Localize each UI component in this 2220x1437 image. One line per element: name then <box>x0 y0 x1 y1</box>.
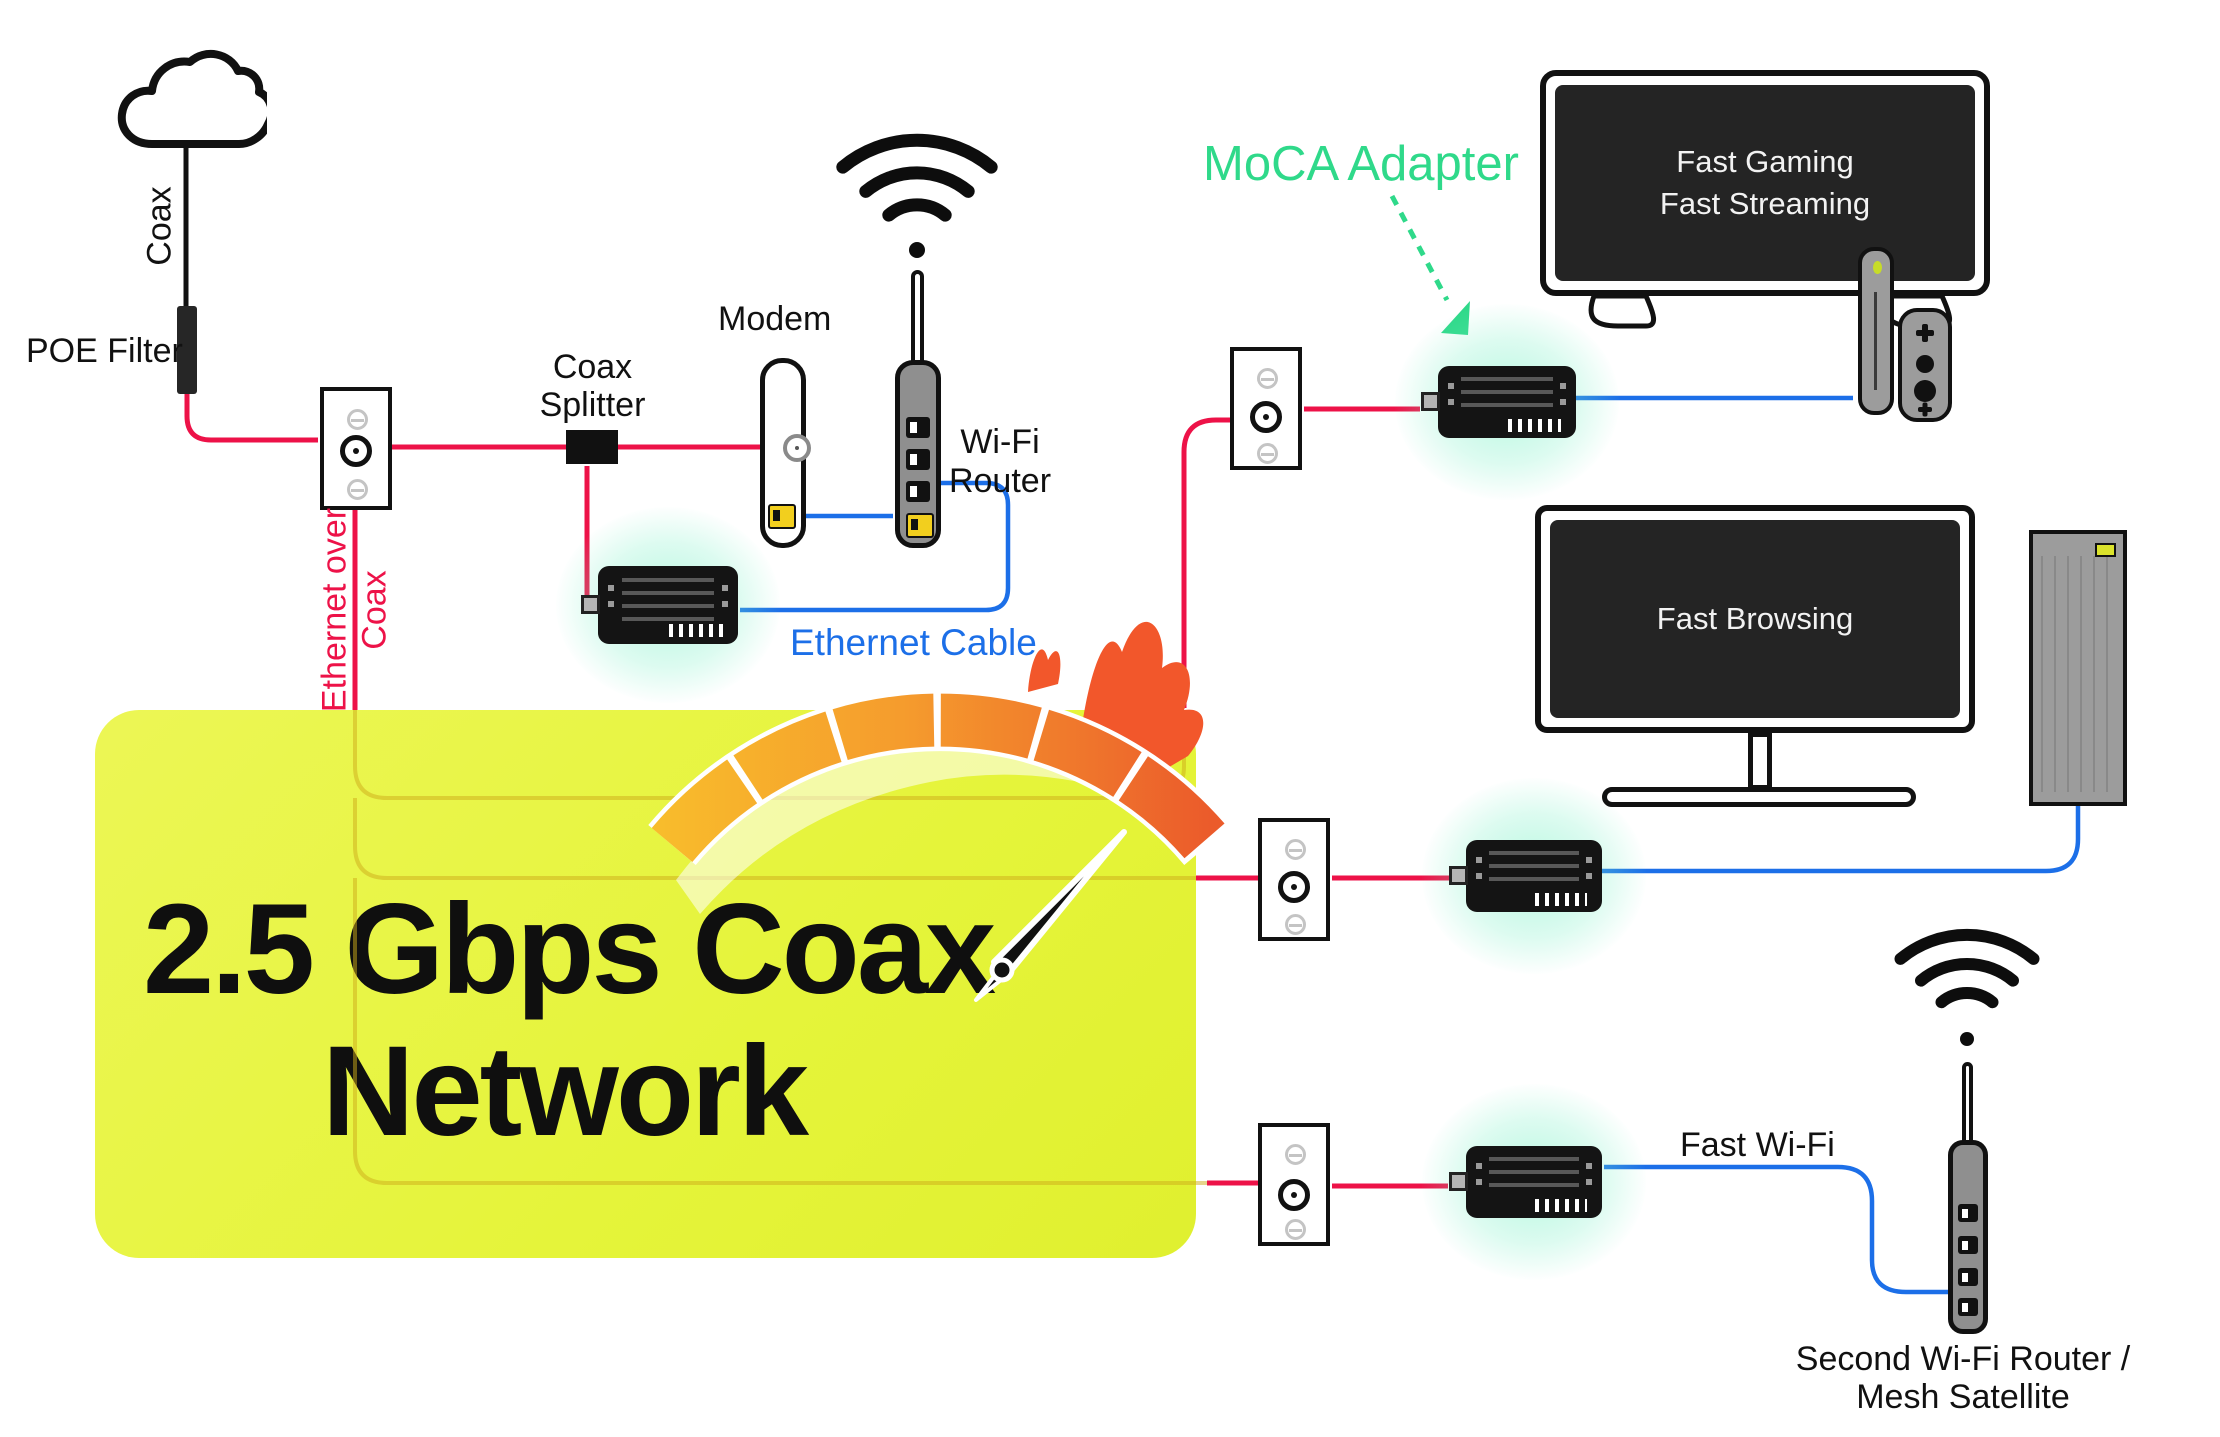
console-led-icon <box>1873 261 1882 274</box>
wifi-waves-icon <box>836 133 998 258</box>
adapter-pins <box>1475 1163 1482 1193</box>
screw-icon <box>347 479 368 500</box>
coax-stub-icon <box>581 595 600 614</box>
adapter-pins <box>1447 383 1454 413</box>
adapter-pins <box>1475 857 1482 887</box>
adapter-pins <box>1560 383 1567 413</box>
barcode-icon <box>1535 893 1588 906</box>
tv-text-line1: Fast Gaming <box>1676 144 1854 179</box>
coax-stub-icon <box>1449 866 1468 885</box>
adapter-vents <box>621 577 715 621</box>
barcode-icon <box>1508 419 1561 432</box>
gamepad-icon <box>1898 308 1952 422</box>
coax-source-label: Coax <box>140 186 179 266</box>
moca-adapter-modem <box>581 566 738 644</box>
wall-plate-mesh <box>1258 1123 1330 1246</box>
monitor-stand-base <box>1602 787 1916 807</box>
adapter-pins <box>1586 1163 1593 1193</box>
wifi-waves-icon <box>1894 928 2040 1046</box>
moca-adapter-label: MoCA Adapter <box>1203 137 1519 191</box>
console-slot <box>1874 292 1877 390</box>
coax-stub-icon <box>1421 392 1440 411</box>
adapter-pins <box>607 584 614 616</box>
tv-text-line2: Fast Streaming <box>1659 186 1871 221</box>
barcode-icon <box>1535 1199 1588 1212</box>
coax-port-icon <box>1278 871 1310 903</box>
screw-icon <box>1285 1219 1306 1240</box>
router-antenna <box>1962 1062 1973 1152</box>
barcode-icon <box>669 623 723 637</box>
router-port-icon <box>906 481 930 502</box>
network-title-line2: Network <box>322 1020 809 1163</box>
coax-splitter-label-line2: Splitter <box>539 386 646 424</box>
monitor-stand-pole <box>1748 732 1772 790</box>
ethernet-over-coax-label-line2: Coax <box>355 570 394 650</box>
ethernet-over-coax-label-line1: Ethernet over <box>315 507 354 713</box>
network-title-line1: 2.5 Gbps Coax <box>143 878 996 1021</box>
moca-adapter-pc <box>1449 840 1602 912</box>
screw-icon <box>1285 839 1306 860</box>
adapter-vents <box>1489 1156 1579 1197</box>
adapter-pins <box>1586 857 1593 887</box>
coax-splitter-label: Coax Splitter <box>500 348 685 424</box>
pc-tower-vents <box>2041 556 2115 792</box>
modem-coax-port-icon <box>783 434 811 462</box>
coax-port-icon <box>340 435 372 467</box>
coax-stub-icon <box>1449 1172 1468 1191</box>
pc-tower <box>2029 530 2127 806</box>
second-router-label-line2: Mesh Satellite <box>1856 1378 2070 1416</box>
router-port-icon <box>906 449 930 470</box>
modem-label: Modem <box>718 300 832 338</box>
screw-icon <box>1257 443 1278 464</box>
coax-network-box <box>95 710 1196 1258</box>
coax-splitter-label-line1: Coax <box>552 348 633 386</box>
fast-wifi-label: Fast Wi-Fi <box>1680 1126 1835 1164</box>
router-port-icon <box>1958 1298 1978 1316</box>
ethernet-cables <box>740 395 2081 1295</box>
router-port-icon <box>906 417 930 438</box>
speedometer-gauge <box>648 621 1232 1002</box>
wifi-router-label: Wi-Fi Router <box>935 423 1065 501</box>
screw-icon <box>1257 368 1278 389</box>
coax-splitter <box>566 430 618 464</box>
moca-adapter-tv <box>1421 366 1576 438</box>
tv-screen: Fast Gaming Fast Streaming <box>1555 85 1975 281</box>
ethernet-cable-label: Ethernet Cable <box>790 622 1037 663</box>
coax-port-icon <box>1278 1179 1310 1211</box>
internet-cloud-icon <box>117 50 267 148</box>
screw-icon <box>347 409 368 430</box>
router-port-yellow-icon <box>906 513 934 538</box>
adapter-vents <box>1461 376 1553 417</box>
pc-power-led-icon <box>2095 543 2116 557</box>
router-port-icon <box>1958 1236 1978 1254</box>
wall-plate-entry <box>320 387 392 510</box>
router-port-icon <box>1958 1204 1978 1222</box>
wifi-router-label-line1: Wi-Fi <box>960 423 1040 461</box>
second-router-label-line1: Second Wi-Fi Router / <box>1795 1340 2131 1378</box>
poe-filter <box>177 306 197 394</box>
monitor-text: Fast Browsing <box>1656 601 1854 636</box>
screw-icon <box>1285 1144 1306 1165</box>
router-port-icon <box>1958 1268 1978 1286</box>
wall-plate-tv <box>1230 347 1302 470</box>
tv: Fast Gaming Fast Streaming <box>1540 70 1990 296</box>
adapter-vents <box>1489 850 1579 891</box>
adapter-pins <box>722 584 729 616</box>
monitor: Fast Browsing <box>1535 505 1975 733</box>
monitor-screen: Fast Browsing <box>1550 520 1960 718</box>
modem-ethernet-port-icon <box>768 504 796 529</box>
wall-plate-pc <box>1258 818 1330 941</box>
second-router-label: Second Wi-Fi Router / Mesh Satellite <box>1790 1340 2136 1416</box>
router-antenna <box>911 270 924 372</box>
moca-adapter-mesh <box>1449 1146 1602 1218</box>
screw-icon <box>1285 914 1306 935</box>
wifi-router-label-line2: Router <box>948 462 1052 500</box>
poe-filter-label: POE Filter <box>26 332 183 370</box>
gauge-needle <box>974 829 1127 1002</box>
coax-port-icon <box>1250 401 1282 433</box>
